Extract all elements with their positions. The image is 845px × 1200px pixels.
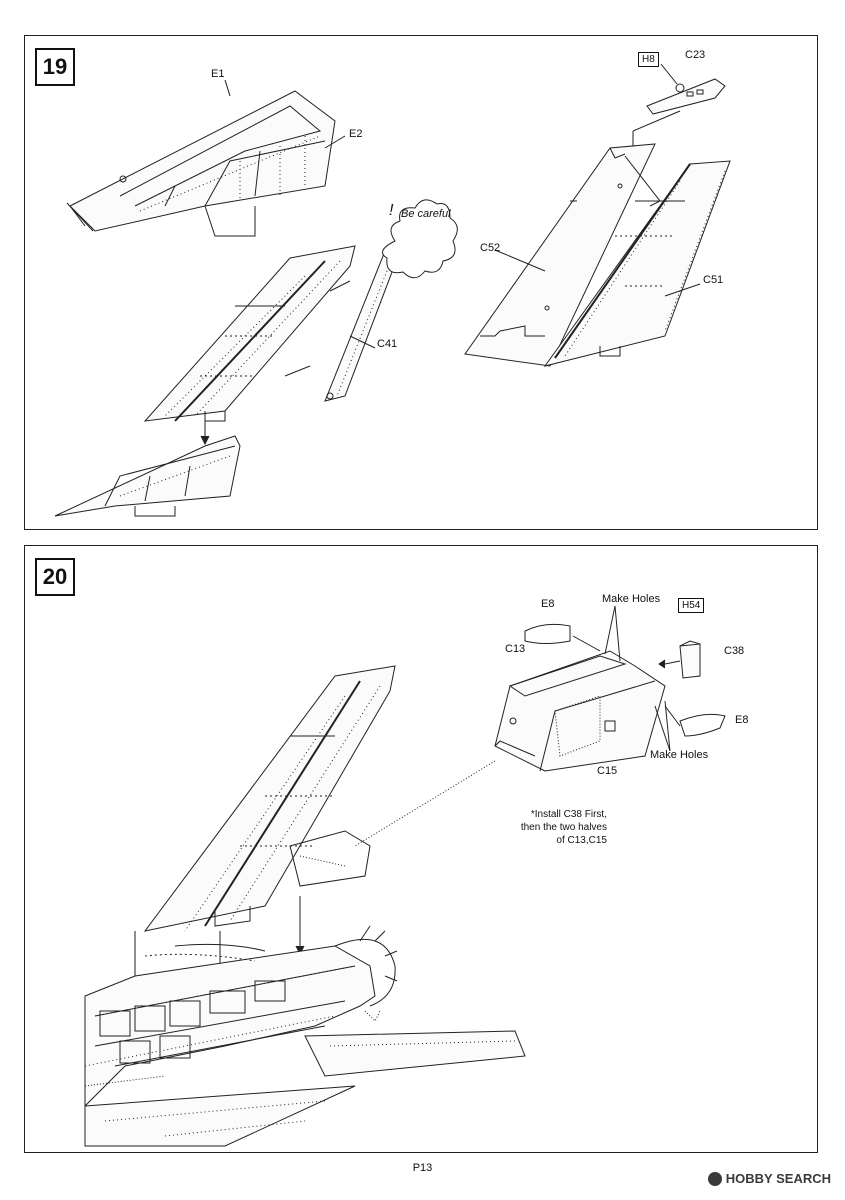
caution-text: Be careful [401, 208, 451, 220]
note-line-3: of C13,C15 [556, 835, 607, 846]
part-label-h54: H54 [678, 598, 705, 613]
step-19-panel: 19 [24, 35, 818, 530]
part-label-c15: C15 [597, 765, 618, 777]
part-label-e1: E1 [211, 68, 225, 80]
watermark-text: HOBBY SEARCH [725, 1171, 831, 1186]
assembly-note: *Install C38 First, then the two halves … [495, 808, 607, 847]
part-label-c23: C23 [685, 49, 706, 61]
step-20-panel: 20 [24, 545, 818, 1153]
note-line-2: then the two halves [520, 822, 607, 833]
part-label-c38: C38 [724, 645, 745, 657]
part-label-h8: H8 [638, 52, 659, 67]
page-number: P13 [412, 1162, 433, 1174]
step-19-drawing [54, 63, 731, 517]
part-label-e8-side: E8 [735, 714, 749, 726]
part-label-c41: C41 [377, 338, 398, 350]
part-label-c52: C52 [480, 242, 501, 254]
hobby-search-logo-icon [707, 1171, 722, 1186]
make-holes-label-top: Make Holes [602, 593, 661, 605]
step-number: 20 [35, 558, 75, 596]
caution-icon: ! [389, 202, 394, 219]
make-holes-label-bottom: Make Holes [650, 749, 709, 761]
step-20-drawing [84, 605, 726, 1147]
part-label-e8-top: E8 [541, 598, 555, 610]
part-label-e2: E2 [349, 128, 363, 140]
note-line-1: *Install C38 First, [530, 809, 607, 820]
watermark: HOBBY SEARCH [707, 1171, 831, 1186]
part-label-c51: C51 [703, 274, 724, 286]
part-label-c13: C13 [505, 643, 526, 655]
step-number: 19 [35, 48, 75, 86]
